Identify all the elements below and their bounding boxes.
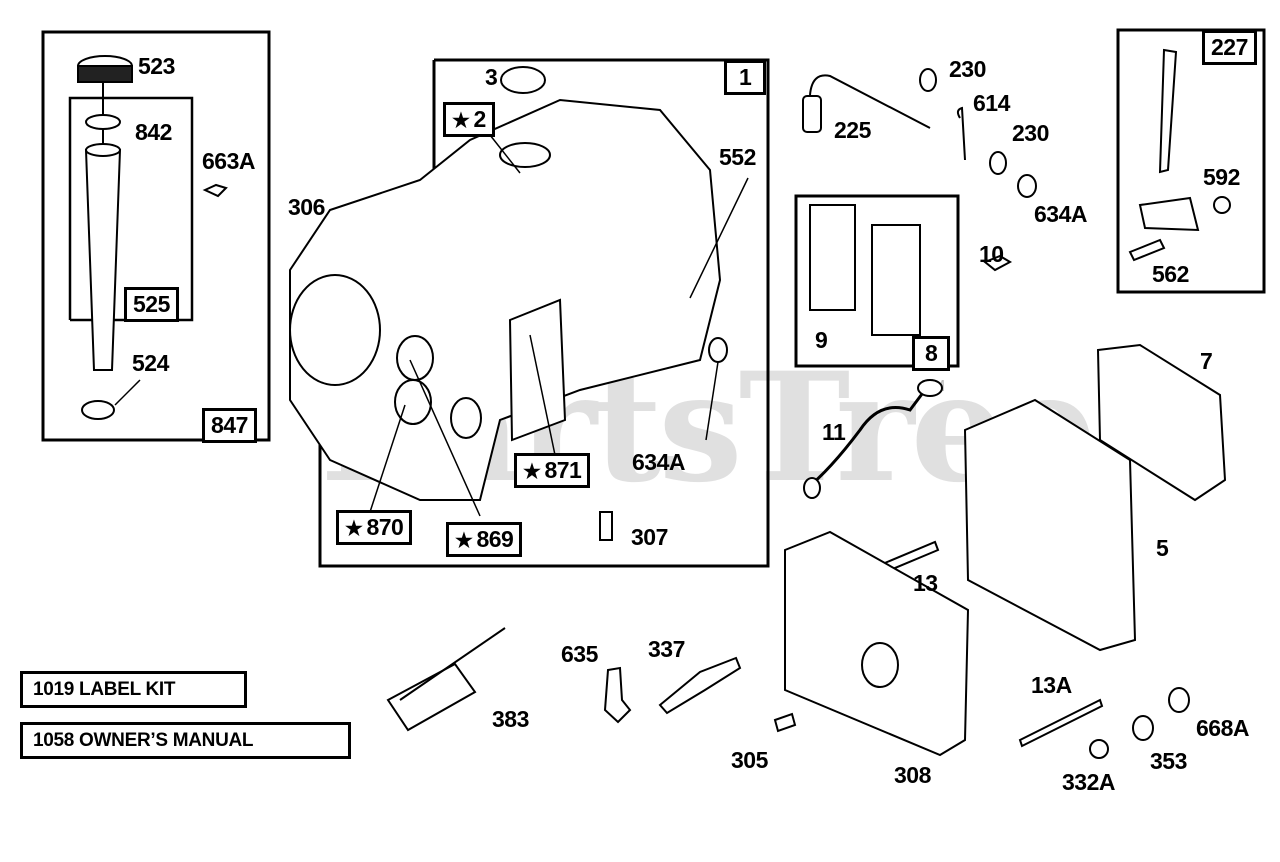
star-icon: ★ bbox=[455, 530, 473, 552]
screw-10 bbox=[983, 254, 1013, 272]
tube-seal bbox=[81, 400, 115, 420]
spark-plug-boot-635 bbox=[603, 666, 632, 724]
part-3-label[interactable]: 3 bbox=[485, 64, 498, 90]
part-337-label[interactable]: 337 bbox=[648, 636, 685, 662]
part-634A-label[interactable]: 634A bbox=[632, 449, 685, 475]
washer-230 bbox=[919, 68, 937, 92]
part-306-label[interactable]: 306 bbox=[288, 194, 325, 220]
washer-634A bbox=[708, 337, 728, 363]
part-332A-label[interactable]: 332A bbox=[1062, 769, 1115, 795]
washer-230-b bbox=[989, 151, 1007, 175]
part-230-label[interactable]: 230 bbox=[949, 56, 986, 82]
kit-227-label[interactable]: 227 bbox=[1202, 30, 1257, 65]
screw-305 bbox=[773, 712, 797, 733]
kit-847-label[interactable]: 847 bbox=[202, 408, 257, 443]
part-552-label[interactable]: 552 bbox=[719, 144, 756, 170]
star-icon: ★ bbox=[452, 110, 470, 132]
cylinder-head-5 bbox=[963, 398, 1137, 652]
part-308-label[interactable]: 308 bbox=[894, 762, 931, 788]
frame-governor bbox=[1116, 28, 1266, 294]
frame-cylinder bbox=[318, 58, 770, 568]
part-13A-label[interactable]: 13A bbox=[1031, 672, 1072, 698]
part-524-label[interactable]: 524 bbox=[132, 350, 169, 376]
part-10-label[interactable]: 10 bbox=[979, 241, 1004, 267]
part-663A-label[interactable]: 663A bbox=[202, 148, 255, 174]
part-305-label[interactable]: 305 bbox=[731, 747, 768, 773]
oil-seal-3 bbox=[500, 66, 546, 94]
part-592-label[interactable]: 592 bbox=[1203, 164, 1240, 190]
star-icon: ★ bbox=[523, 461, 541, 483]
lockwasher-353 bbox=[1132, 715, 1154, 741]
part-7-label[interactable]: 7 bbox=[1200, 348, 1213, 374]
screw-307 bbox=[599, 511, 613, 541]
part-614-label[interactable]: 614 bbox=[973, 90, 1010, 116]
kit-525-label[interactable]: 525 bbox=[124, 287, 179, 322]
screw-562 bbox=[1128, 238, 1166, 262]
part-353-label[interactable]: 353 bbox=[1150, 748, 1187, 774]
nut-592 bbox=[1213, 196, 1231, 214]
breather-cover bbox=[871, 224, 921, 336]
part-869-label[interactable]: ★869 bbox=[446, 522, 523, 557]
part-562-label[interactable]: 562 bbox=[1152, 261, 1189, 287]
nut-332A bbox=[1089, 739, 1109, 759]
part-635-label[interactable]: 635 bbox=[561, 641, 598, 667]
o-ring bbox=[85, 114, 121, 130]
part-870-label[interactable]: ★870 bbox=[336, 510, 413, 545]
kit-8-label[interactable]: 8 bbox=[912, 336, 951, 371]
part-13-label[interactable]: 13 bbox=[913, 570, 938, 596]
oil-cap-knurl bbox=[77, 65, 133, 83]
seal-634A bbox=[1017, 174, 1037, 198]
gasket-9 bbox=[809, 204, 856, 311]
screw-663A bbox=[202, 183, 228, 198]
frame-breather bbox=[794, 194, 960, 368]
part-523-label[interactable]: 523 bbox=[138, 53, 175, 79]
part-842-label[interactable]: 842 bbox=[135, 119, 172, 145]
cotter-pin-614 bbox=[956, 106, 966, 161]
part-668A-label[interactable]: 668A bbox=[1196, 715, 1249, 741]
part-230b-label[interactable]: 230 bbox=[1012, 120, 1049, 146]
stud-13A bbox=[1018, 698, 1104, 748]
part-11-label[interactable]: 11 bbox=[822, 419, 846, 445]
part-225-label[interactable]: 225 bbox=[834, 117, 871, 143]
owners-manual-box[interactable]: 1058 OWNER’S MANUAL bbox=[20, 722, 351, 759]
star-icon: ★ bbox=[345, 518, 363, 540]
seal-668A bbox=[1168, 687, 1190, 713]
part-2-label[interactable]: ★2 bbox=[443, 102, 495, 137]
part-383-label[interactable]: 383 bbox=[492, 706, 529, 732]
part-5-label[interactable]: 5 bbox=[1156, 535, 1169, 561]
kit-1-label[interactable]: 1 bbox=[724, 60, 767, 95]
frame-oil-fill bbox=[41, 30, 271, 442]
label-kit-box[interactable]: 1019 LABEL KIT bbox=[20, 671, 247, 708]
spark-plug-wrench-383 bbox=[386, 662, 477, 732]
dipstick-tube bbox=[84, 149, 122, 371]
part-307-label[interactable]: 307 bbox=[631, 524, 668, 550]
part-9-label[interactable]: 9 bbox=[815, 327, 828, 353]
part-871-label[interactable]: ★871 bbox=[514, 453, 591, 488]
governor-lever bbox=[1158, 48, 1178, 174]
breather-tube-11 bbox=[804, 389, 927, 492]
part-634Ab-label[interactable]: 634A bbox=[1034, 201, 1087, 227]
spark-plug-337 bbox=[658, 656, 742, 715]
governor-shaft-225 bbox=[809, 74, 931, 129]
